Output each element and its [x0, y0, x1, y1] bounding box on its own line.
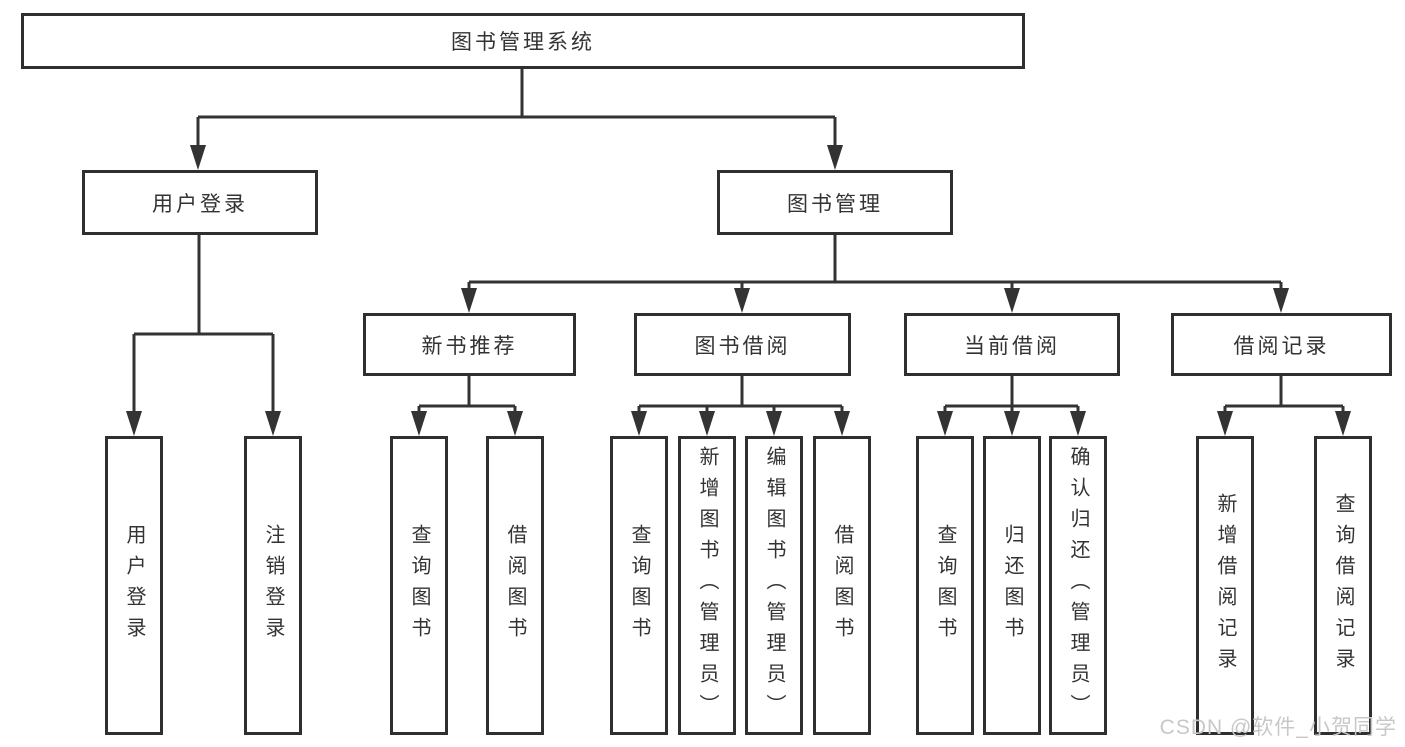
leaf-user-login: 用户登录: [105, 436, 163, 735]
leaf-logout-label: 注销登录: [262, 523, 284, 648]
node-user-login: 用户登录: [82, 170, 318, 235]
connector-new-book-recommend-children: [411, 376, 523, 436]
connector-current-borrow-children: [937, 376, 1086, 436]
leaf-query-book-current: 查询图书: [916, 436, 974, 735]
leaf-confirm-return-admin: 确认归还（管理员）: [1049, 436, 1107, 735]
node-borrow-record: 借阅记录: [1171, 313, 1392, 376]
leaf-query-borrow-record-label: 查询借阅记录: [1332, 492, 1354, 679]
connector-borrow-record-children: [1217, 376, 1351, 436]
node-book-borrow: 图书借阅: [634, 313, 851, 376]
leaf-confirm-return-admin-label: 确认归还（管理员）: [1067, 446, 1089, 725]
node-current-borrow: 当前借阅: [904, 313, 1120, 376]
node-user-login-label: 用户登录: [152, 192, 248, 216]
leaf-add-book-admin: 新增图书（管理员）: [678, 436, 736, 735]
leaf-edit-book-admin-label: 编辑图书（管理员）: [763, 446, 785, 725]
leaf-borrow-book-recommend-label: 借阅图书: [504, 523, 526, 648]
node-book-management-label: 图书管理: [787, 192, 883, 216]
leaf-edit-book-admin: 编辑图书（管理员）: [745, 436, 803, 735]
leaf-query-book-borrow: 查询图书: [610, 436, 668, 735]
node-book-borrow-label: 图书借阅: [694, 334, 791, 358]
leaf-query-book-recommend: 查询图书: [390, 436, 448, 735]
node-book-management: 图书管理: [717, 170, 953, 235]
connector-user-login-children: [126, 235, 281, 436]
node-root-label: 图书管理系统: [451, 31, 595, 54]
leaf-borrow-book-recommend: 借阅图书: [486, 436, 544, 735]
leaf-add-borrow-record: 新增借阅记录: [1196, 436, 1254, 735]
node-root: 图书管理系统: [21, 13, 1025, 69]
node-new-book-recommend: 新书推荐: [363, 313, 576, 376]
node-borrow-record-label: 借阅记录: [1233, 334, 1330, 358]
node-current-borrow-label: 当前借阅: [964, 334, 1060, 358]
connector-book-borrow-children: [631, 376, 850, 436]
leaf-query-book-recommend-label: 查询图书: [408, 523, 430, 648]
leaf-borrow-book-borrow-label: 借阅图书: [831, 523, 853, 648]
leaf-query-borrow-record: 查询借阅记录: [1314, 436, 1372, 735]
leaf-logout: 注销登录: [244, 436, 302, 735]
connector-root-to-level2: [190, 68, 843, 170]
leaf-return-book-label: 归还图书: [1001, 523, 1023, 648]
leaf-add-borrow-record-label: 新增借阅记录: [1214, 492, 1236, 679]
leaf-user-login-label: 用户登录: [123, 523, 145, 648]
leaf-add-book-admin-label: 新增图书（管理员）: [696, 446, 718, 725]
node-new-book-recommend-label: 新书推荐: [421, 334, 518, 358]
leaf-borrow-book-borrow: 借阅图书: [813, 436, 871, 735]
csdn-watermark: CSDN @软件_小贺同学: [1159, 716, 1397, 739]
leaf-query-book-borrow-label: 查询图书: [628, 523, 650, 648]
leaf-return-book: 归还图书: [983, 436, 1041, 735]
leaf-query-book-current-label: 查询图书: [934, 523, 956, 648]
connector-book-management-children: [461, 235, 1289, 313]
